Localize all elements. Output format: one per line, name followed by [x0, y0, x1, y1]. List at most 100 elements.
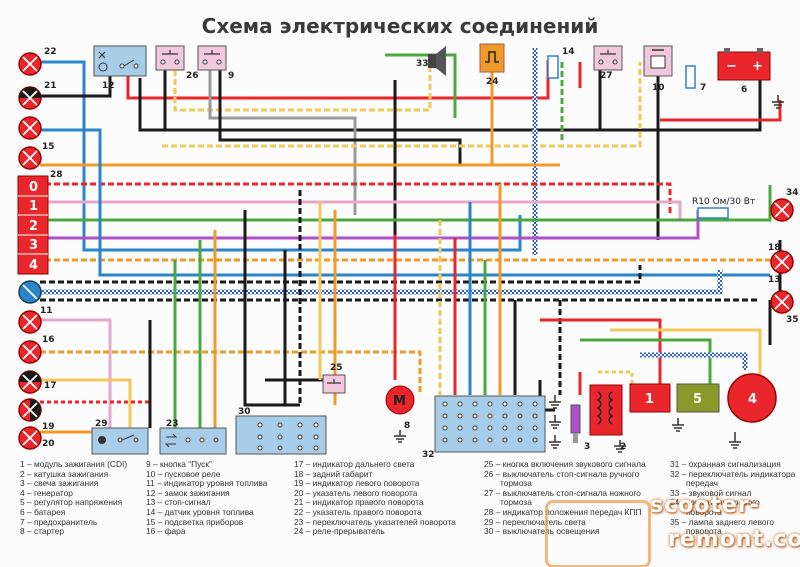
label-8: 8: [404, 421, 410, 431]
legend-item: 19 – индикатор левого поворота: [294, 478, 420, 489]
legend-col-1: 1 – модуль зажигания (CDI) 2 – катушка з…: [20, 459, 128, 537]
wire-red-top: [126, 60, 550, 100]
legend-item: 22 – указатель правого поворота: [294, 506, 422, 517]
watermark-line-1: scooter-: [650, 493, 760, 518]
label-16: 16: [42, 335, 55, 345]
legend-item: 33 – звуковой сигнал: [670, 487, 752, 498]
legend-col-4: 25 – кнопка включения звукового сигнала …: [484, 459, 646, 537]
label-28: 28: [50, 170, 63, 180]
spark-plug-3: [570, 404, 581, 443]
legend-item: 25 – кнопка включения звукового сигнала: [484, 459, 646, 469]
lamp-34: [770, 198, 794, 222]
legend-item: 29 – переключатель света: [484, 516, 586, 527]
legend-item: 12 – замок зажигания: [146, 487, 230, 498]
watermark-line-2: remont.com: [668, 527, 800, 552]
legend-item: 1 – модуль зажигания (CDI): [20, 459, 128, 469]
legend-item: 34 – указатель правого: [670, 497, 760, 508]
wire-cdi-1: [45, 200, 682, 220]
cdi-block-28: 0 1 2 3 4: [17, 175, 49, 275]
legend-item: 5 – регулятор напряжения: [20, 497, 123, 508]
legend-item: 4 – генератор: [20, 487, 73, 498]
legend-item: 17 – индикатор дальнего света: [294, 459, 415, 469]
legend-item: 11 – индикатор уровня топлива: [146, 478, 268, 489]
label-18: 18: [768, 243, 781, 253]
wire-blue-checker-mid: [40, 270, 723, 295]
wire-black-main: [138, 60, 762, 132]
regulator-5: 5: [676, 383, 720, 413]
lamp-35: [770, 290, 794, 314]
lamp-small-1: [18, 116, 42, 140]
right-lamps: [770, 198, 794, 314]
component-number-labels: 22 21 15 28 11 16 17 19 20 12 26 9 33 24…: [40, 47, 799, 460]
legend-item: 28 – индикатор положения передач КПП: [484, 506, 642, 517]
label-26: 26: [186, 71, 199, 81]
label-12: 12: [102, 81, 115, 91]
fuse-7: [685, 65, 696, 89]
legend-item: 9 – кнопка “Пуск”: [146, 459, 212, 469]
resistor-r10: R10 Ом/30 Вт: [692, 197, 755, 219]
starter-motor-8: M: [385, 385, 415, 415]
wire-gray: [208, 70, 357, 215]
lamp-b: [18, 398, 42, 422]
legend-item: 24 – реле-прерыватель: [294, 526, 385, 537]
legend: 1 – модуль зажигания (CDI) 2 – катушка з…: [0, 459, 800, 567]
legend-item: 3 – свеча зажигания: [20, 478, 99, 489]
ignition-switch-12: [93, 45, 147, 77]
scooter-watermark-icon: [545, 500, 651, 567]
lamp-16: [18, 340, 42, 364]
wire-cdi-3: [45, 210, 700, 240]
legend-item: 13 – стоп-сигнал: [146, 497, 211, 508]
cdi-label-2: 2: [29, 219, 38, 234]
label-17: 17: [44, 381, 57, 391]
horn-33: [428, 46, 446, 76]
legend-item: передач: [686, 478, 719, 489]
lamp-15: [18, 146, 42, 170]
cdi-label-0: 0: [29, 180, 38, 195]
lamp-11: [18, 280, 42, 304]
horn-button-25: [322, 374, 346, 394]
label-7: 7: [700, 83, 706, 93]
legend-item: 2 – катушка зажигания: [20, 468, 109, 479]
legend-item: 27 – выключатель стоп-сигнала ножного: [484, 487, 641, 498]
label-2: 2: [620, 442, 626, 452]
fuel-sensor-14: [547, 55, 559, 79]
turn-switch-23: [159, 427, 227, 455]
legend-item: 30 – выключатель освещения: [484, 526, 600, 537]
legend-item: 18 – задний габарит: [294, 468, 373, 479]
label-13: 13: [768, 275, 781, 285]
label-25: 25: [330, 363, 343, 373]
wire-cdi-0: [45, 182, 672, 215]
cdi-label-4: 4: [29, 258, 38, 273]
label-29: 29: [95, 419, 108, 429]
label-6: 6: [741, 85, 747, 95]
label-11: 11: [40, 306, 53, 316]
cdi-module-1: 1: [629, 383, 671, 413]
diagram-title: Схема электрических соединений: [201, 14, 599, 38]
lamp-21: [18, 86, 42, 110]
legend-col-3: 17 – индикатор дальнего света 18 – задни…: [294, 459, 456, 537]
lamp-19: [18, 426, 42, 450]
wire-black-left: [40, 70, 112, 98]
ground-symbols: [394, 95, 784, 453]
legend-item: 21 – индикатор правого поворота: [294, 497, 424, 508]
legend-item: 20 – указатель левого поворота: [294, 487, 418, 498]
label-21: 21: [44, 81, 57, 91]
label-35: 35: [786, 315, 799, 325]
motor-label: M: [393, 394, 406, 409]
light-switch-30: [235, 415, 327, 455]
label-24: 24: [486, 77, 499, 87]
legend-col-5: 31 – охранная сигнализация 32 – переключ…: [670, 459, 795, 537]
legend-item: 8 – стартер: [20, 526, 65, 537]
legend-item: 16 – фара: [146, 526, 186, 537]
flasher-relay-24: [479, 43, 505, 73]
legend-item: 23 – переключатель указателей поворота: [294, 516, 456, 527]
legend-item: 6 – батарея: [20, 506, 66, 517]
cdi-module-number: 1: [645, 392, 654, 407]
label-27: 27: [600, 71, 613, 81]
cdi-label-1: 1: [29, 199, 38, 214]
lamp-a: [18, 310, 42, 334]
switch-27: [593, 45, 623, 71]
gear-switch-block-32: [434, 395, 546, 453]
